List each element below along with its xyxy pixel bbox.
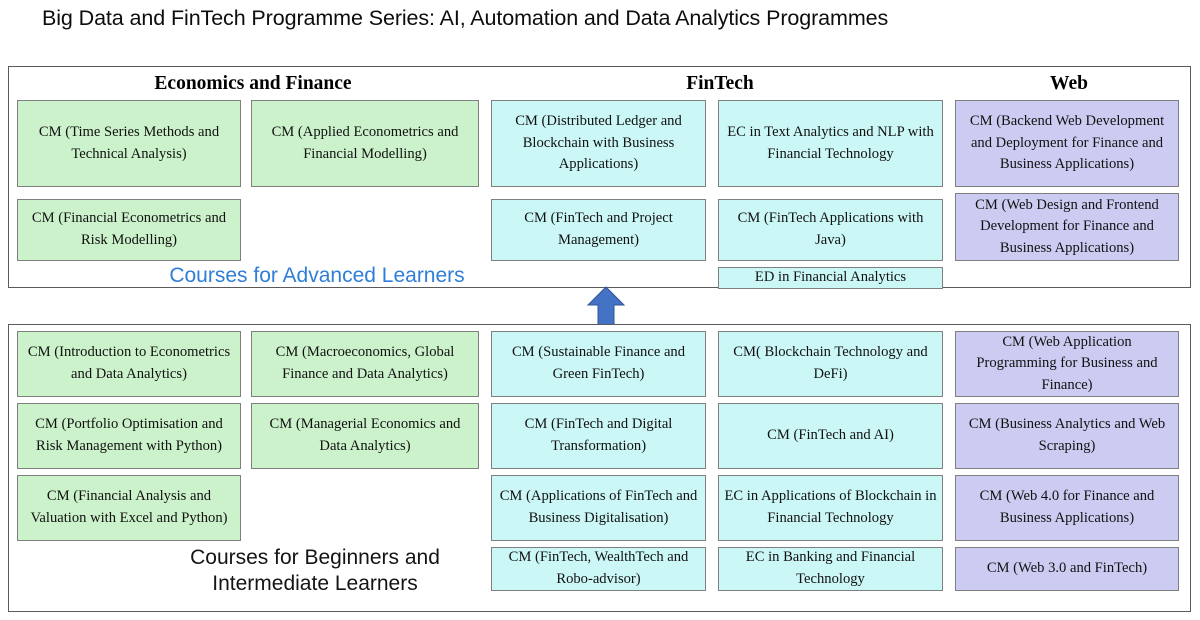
course-box[interactable]: EC in Banking and Financial Technology — [718, 547, 943, 591]
course-box[interactable]: CM (Introduction to Econometrics and Dat… — [17, 331, 241, 397]
course-box[interactable]: CM (Applied Econometrics and Financial M… — [251, 100, 479, 187]
course-box[interactable]: CM (Managerial Economics and Data Analyt… — [251, 403, 479, 469]
course-box[interactable]: EC in Applications of Blockchain in Fina… — [718, 475, 943, 541]
course-box[interactable]: CM (Web 3.0 and FinTech) — [955, 547, 1179, 591]
course-box[interactable]: ED in Financial Analytics — [718, 267, 943, 289]
course-box[interactable]: CM (FinTech and AI) — [718, 403, 943, 469]
course-box[interactable]: CM (Macroeconomics, Global Finance and D… — [251, 331, 479, 397]
beginner-learners-panel: CM (Introduction to Econometrics and Dat… — [8, 324, 1191, 612]
course-box[interactable]: CM (Web Application Programming for Busi… — [955, 331, 1179, 397]
course-box[interactable]: CM (Business Analytics and Web Scraping) — [955, 403, 1179, 469]
page-title: Big Data and FinTech Programme Series: A… — [42, 6, 889, 30]
beginner-learners-caption: Courses for Beginners and Intermediate L… — [190, 546, 440, 596]
course-box[interactable]: CM (FinTech, WealthTech and Robo-advisor… — [491, 547, 706, 591]
course-box[interactable]: CM (FinTech and Project Management) — [491, 199, 706, 261]
advanced-learners-caption: Courses for Advanced Learners — [169, 264, 465, 287]
course-box[interactable]: CM (FinTech and Digital Transformation) — [491, 403, 706, 469]
course-box[interactable]: CM (Web 4.0 for Finance and Business App… — [955, 475, 1179, 541]
arrow-up-icon — [586, 286, 626, 328]
course-box[interactable]: CM (Time Series Methods and Technical An… — [17, 100, 241, 187]
column-header-economics-and-finance: Economics and Finance — [154, 73, 352, 94]
course-box[interactable]: CM (Financial Econometrics and Risk Mode… — [17, 199, 241, 261]
course-box[interactable]: CM (Web Design and Frontend Development … — [955, 193, 1179, 261]
course-box[interactable]: CM (Sustainable Finance and Green FinTec… — [491, 331, 706, 397]
column-header-fintech: FinTech — [686, 73, 754, 94]
course-box[interactable]: EC in Text Analytics and NLP with Financ… — [718, 100, 943, 187]
course-box[interactable]: CM (Portfolio Optimisation and Risk Mana… — [17, 403, 241, 469]
course-box[interactable]: CM (Applications of FinTech and Business… — [491, 475, 706, 541]
course-box[interactable]: CM (Distributed Ledger and Blockchain wi… — [491, 100, 706, 187]
advanced-learners-panel: Economics and Finance FinTech Web CM (Ti… — [8, 66, 1191, 289]
course-box[interactable]: CM (FinTech Applications with Java) — [718, 199, 943, 261]
course-box[interactable]: CM (Backend Web Development and Deployme… — [955, 100, 1179, 187]
column-header-web: Web — [1050, 73, 1088, 94]
course-box[interactable]: CM (Financial Analysis and Valuation wit… — [17, 475, 241, 541]
course-box[interactable]: CM( Blockchain Technology and DeFi) — [718, 331, 943, 397]
